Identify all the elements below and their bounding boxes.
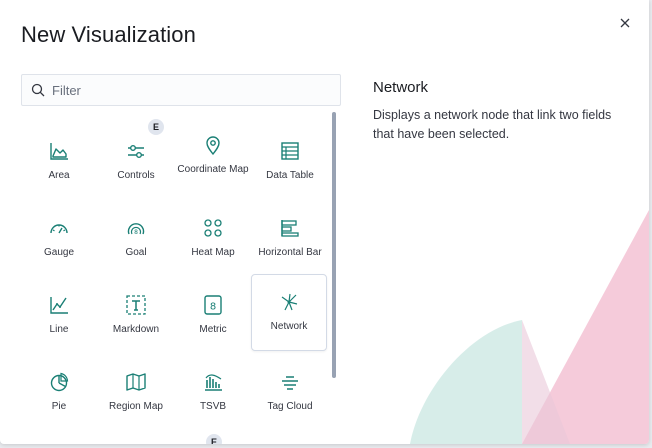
search-icon [31, 83, 45, 97]
goal-icon: 8 [125, 217, 147, 239]
vis-card-label: TSVB [199, 401, 227, 412]
grid-scrollbar[interactable] [332, 112, 336, 378]
vis-card-label: Controls [117, 170, 155, 181]
line-chart-icon [48, 294, 70, 316]
data-table-icon [279, 140, 301, 162]
markdown-icon [125, 294, 147, 316]
svg-text:8: 8 [134, 229, 138, 236]
vis-card-line[interactable]: Line [21, 266, 97, 342]
metric-icon: 8 [202, 294, 224, 316]
area-chart-icon [48, 140, 70, 162]
horizontal-bar-icon [279, 217, 301, 239]
vis-card-label: Coordinate Map [177, 164, 249, 175]
modal-title: New Visualization [21, 22, 196, 47]
visualization-grid: Area Controls E Coordinate Map Data Tabl… [20, 110, 342, 444]
vis-card-controls[interactable]: Controls E [98, 112, 174, 188]
filter-input[interactable] [52, 75, 332, 105]
gauge-icon [48, 217, 70, 239]
vis-card-label: Area [48, 170, 70, 181]
map-pin-icon [202, 134, 224, 156]
vis-card-tsvb[interactable]: TSVB [175, 343, 251, 419]
vis-card-pie[interactable]: Pie [21, 343, 97, 419]
experimental-badge: E [206, 434, 222, 444]
vis-card-label: Goal [125, 247, 147, 258]
vis-card-goal[interactable]: 8 Goal [98, 189, 174, 265]
vis-card-label: Network [270, 321, 308, 332]
close-icon[interactable] [618, 16, 632, 30]
network-icon [278, 291, 300, 313]
vis-card-coordinate-map[interactable]: Coordinate Map [175, 112, 251, 188]
controls-icon [125, 140, 147, 162]
vis-card-gauge[interactable]: Gauge [21, 189, 97, 265]
vis-card-label: Gauge [43, 247, 75, 258]
vis-card-label: Region Map [109, 401, 163, 412]
description-text: Displays a network node that link two fi… [373, 108, 612, 141]
vis-card-label: Heat Map [191, 247, 235, 258]
vis-card-metric[interactable]: 8 Metric [175, 266, 251, 342]
svg-text:8: 8 [210, 302, 216, 313]
vis-card-heat-map[interactable]: Heat Map [175, 189, 251, 265]
vis-card-area[interactable]: Area [21, 112, 97, 188]
pie-chart-icon [48, 371, 70, 393]
vis-card-region-map[interactable]: Region Map [98, 343, 174, 419]
vis-card-label: Data Table [266, 170, 314, 181]
description-title: Network [373, 79, 429, 96]
vis-card-data-table[interactable]: Data Table [252, 112, 328, 188]
vis-card-label: Pie [51, 401, 67, 412]
vis-card-label: Horizontal Bar [258, 247, 322, 258]
decorative-illustration [410, 210, 649, 444]
vis-card-label: Markdown [112, 324, 160, 335]
region-map-icon [125, 371, 147, 393]
experimental-badge: E [148, 119, 164, 135]
tag-cloud-icon [279, 371, 301, 393]
heat-map-icon [202, 217, 224, 239]
vis-card-tag-cloud[interactable]: Tag Cloud [252, 343, 328, 419]
vis-card-network[interactable]: Network [251, 274, 327, 351]
vis-card-label: Line [49, 324, 69, 335]
vis-card-label: Metric [199, 324, 227, 335]
filter-field[interactable] [21, 74, 341, 106]
vis-card-label: Tag Cloud [267, 401, 313, 412]
tsvb-icon [202, 371, 224, 393]
vis-card-horizontal-bar[interactable]: Horizontal Bar [252, 189, 328, 265]
vis-card-markdown[interactable]: Markdown [98, 266, 174, 342]
